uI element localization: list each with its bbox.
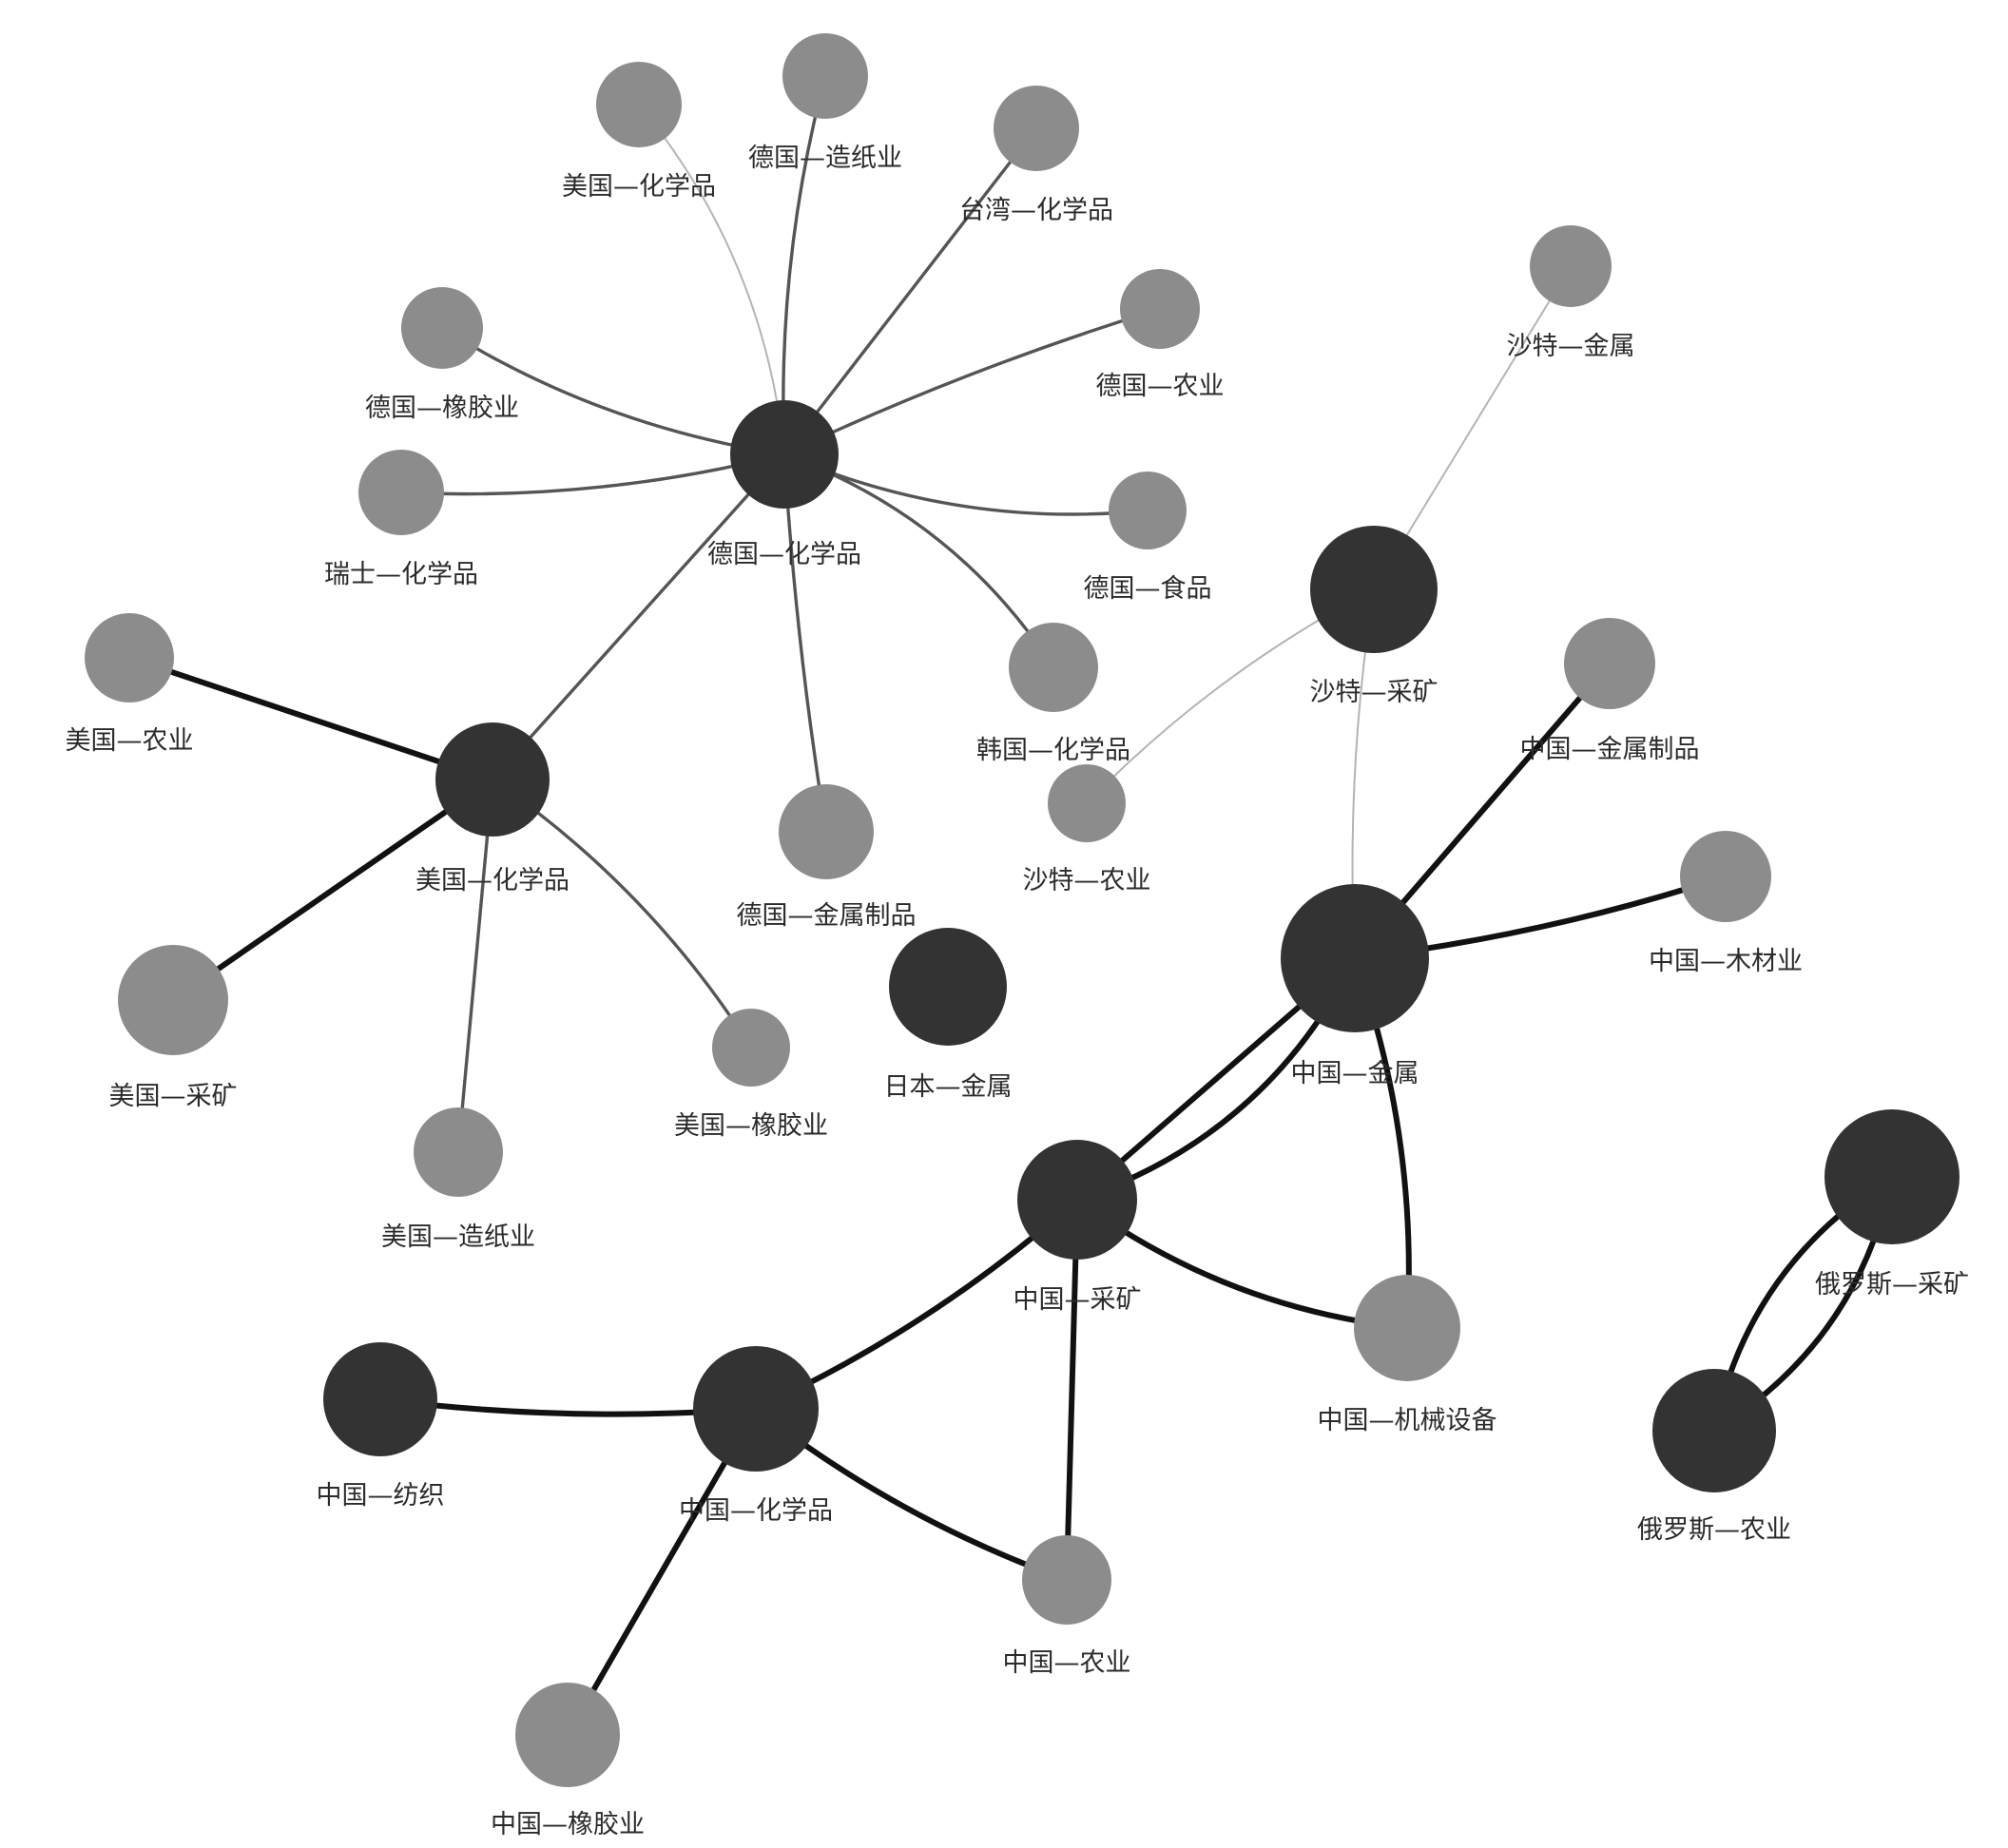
node-label-ru_mining: 俄罗斯—采矿 <box>1815 1270 1969 1299</box>
node-cn_mining <box>1017 1140 1137 1260</box>
node-us_paper <box>414 1107 503 1197</box>
node-label-us_mining: 美国—采矿 <box>109 1082 238 1111</box>
node-label-cn_metal: 中国—金属 <box>1291 1059 1419 1088</box>
node-label-us_chem: 美国—化学品 <box>562 172 716 202</box>
node-label-kr_chem: 韩国—化学品 <box>976 736 1130 765</box>
node-label-cn_rubber: 中国—橡胶业 <box>491 1810 645 1839</box>
node-label-cn_chem: 中国—化学品 <box>679 1496 833 1526</box>
node-jp_metal <box>889 928 1007 1046</box>
node-us_chem <box>596 62 682 147</box>
edge-de_chem-de_agri <box>782 307 1162 456</box>
node-de_agri <box>1120 269 1200 349</box>
node-label-cn_wood: 中国—木材业 <box>1649 947 1803 976</box>
node-label-cn_mining: 中国—采矿 <box>1014 1285 1142 1315</box>
node-label-tw_chem: 台湾—化学品 <box>959 196 1113 225</box>
node-sa_agri <box>1048 764 1126 842</box>
node-label-sa_mining: 沙特—采矿 <box>1310 678 1438 707</box>
node-ru_agri <box>1652 1369 1776 1492</box>
node-us_mining <box>118 945 228 1055</box>
node-label-cn_agri: 中国—农业 <box>1003 1648 1131 1678</box>
node-label-cn_machinery: 中国—机械设备 <box>1318 1406 1497 1435</box>
node-de_metal_prod <box>779 784 874 879</box>
node-ch_chem <box>358 450 444 535</box>
node-cn_agri <box>1022 1535 1111 1625</box>
nodes-layer <box>85 33 1960 1787</box>
edge-de_chem-ch_chem <box>399 452 786 496</box>
node-label-us_chem_core: 美国—化学品 <box>415 866 570 895</box>
node-label-us_rubber: 美国—橡胶业 <box>674 1111 828 1141</box>
edge-de_chem-tw_chem <box>782 126 1038 456</box>
node-us_rubber <box>712 1009 790 1087</box>
node-cn_wood <box>1680 831 1771 922</box>
edge-de_chem-de_paper <box>782 74 827 456</box>
edge-de_chem-us_chem_core <box>491 452 786 781</box>
node-de_paper <box>782 33 868 119</box>
edge-de_chem-de_food <box>782 452 1149 516</box>
node-label-us_agri: 美国—农业 <box>66 726 194 756</box>
node-label-de_metal_prod: 德国—金属制品 <box>737 901 917 931</box>
node-sa_metal <box>1530 225 1612 307</box>
node-label-sa_metal: 沙特—金属 <box>1507 332 1635 361</box>
node-de_food <box>1109 472 1187 549</box>
node-label-sa_agri: 沙特—农业 <box>1023 866 1151 895</box>
edge-de_chem-de_rubber <box>440 326 786 456</box>
edge-de_chem-de_metal_prod <box>782 452 828 834</box>
node-us_chem_core <box>435 722 550 837</box>
node-label-cn_textile: 中国—纺织 <box>317 1481 445 1511</box>
node-label-jp_metal: 日本—金属 <box>884 1072 1013 1102</box>
labels-layer: 德国—化学品美国—化学品德国—造纸业台湾—化学品德国—橡胶业瑞士—化学品德国—农… <box>66 144 1970 1839</box>
node-label-de_rubber: 德国—橡胶业 <box>365 394 519 423</box>
node-us_agri <box>85 613 174 703</box>
node-label-de_agri: 德国—农业 <box>1096 372 1225 401</box>
node-cn_textile <box>323 1342 437 1456</box>
node-cn_metal_prod <box>1564 618 1655 709</box>
node-cn_chem <box>693 1346 819 1472</box>
edge-us_chem_core-us_agri <box>126 655 495 782</box>
node-label-us_paper: 美国—造纸业 <box>381 1222 535 1252</box>
node-label-de_chem: 德国—化学品 <box>707 540 861 569</box>
node-de_chem <box>730 400 839 509</box>
node-sa_mining <box>1310 526 1438 653</box>
node-kr_chem <box>1009 623 1098 712</box>
node-ru_mining <box>1825 1109 1960 1244</box>
node-de_rubber <box>401 287 483 369</box>
node-tw_chem <box>994 86 1079 171</box>
node-label-ch_chem: 瑞士—化学品 <box>324 560 478 589</box>
node-label-cn_metal_prod: 中国—金属制品 <box>1520 735 1700 764</box>
node-cn_metal <box>1281 884 1429 1032</box>
node-cn_rubber <box>515 1683 620 1787</box>
node-cn_machinery <box>1354 1275 1460 1381</box>
node-label-de_food: 德国—食品 <box>1084 574 1212 604</box>
node-label-de_paper: 德国—造纸业 <box>748 144 902 173</box>
node-label-ru_agri: 俄罗斯—农业 <box>1637 1515 1791 1545</box>
